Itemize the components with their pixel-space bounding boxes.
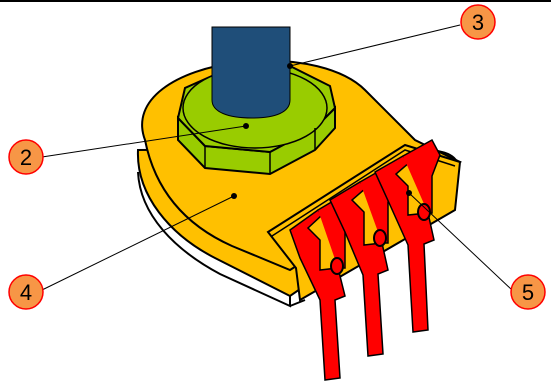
leader-3: [289, 24, 461, 67]
callout-5-label: 5: [522, 280, 534, 305]
terminal-1-hole: [330, 257, 344, 275]
callout-2: 2: [8, 139, 44, 175]
callout-4-label: 4: [20, 280, 32, 305]
dot-shaft: [287, 63, 293, 69]
housing-corner-edge: [289, 299, 306, 307]
housing-bottom-edge: [137, 171, 291, 308]
leader-dots: [231, 63, 412, 199]
leader-4: [41, 195, 235, 291]
leader-2: [41, 125, 247, 158]
terminal-3: [374, 138, 441, 333]
callout-3: 3: [460, 4, 496, 40]
shaft-body: [211, 26, 291, 119]
terminals: [289, 138, 441, 381]
callout-4: 4: [8, 274, 44, 310]
dot-nut: [243, 123, 249, 129]
terminal-3-hole: [417, 203, 431, 221]
callout-3-label: 3: [472, 10, 484, 35]
callout-2-label: 2: [20, 145, 32, 170]
callout-5: 5: [510, 274, 546, 310]
leader-lines: [41, 24, 513, 291]
dot-body: [231, 193, 237, 199]
leader-5: [408, 192, 513, 291]
terminal-2-hole: [373, 229, 387, 247]
shaft: [211, 26, 291, 119]
dot-terminal: [406, 190, 412, 196]
